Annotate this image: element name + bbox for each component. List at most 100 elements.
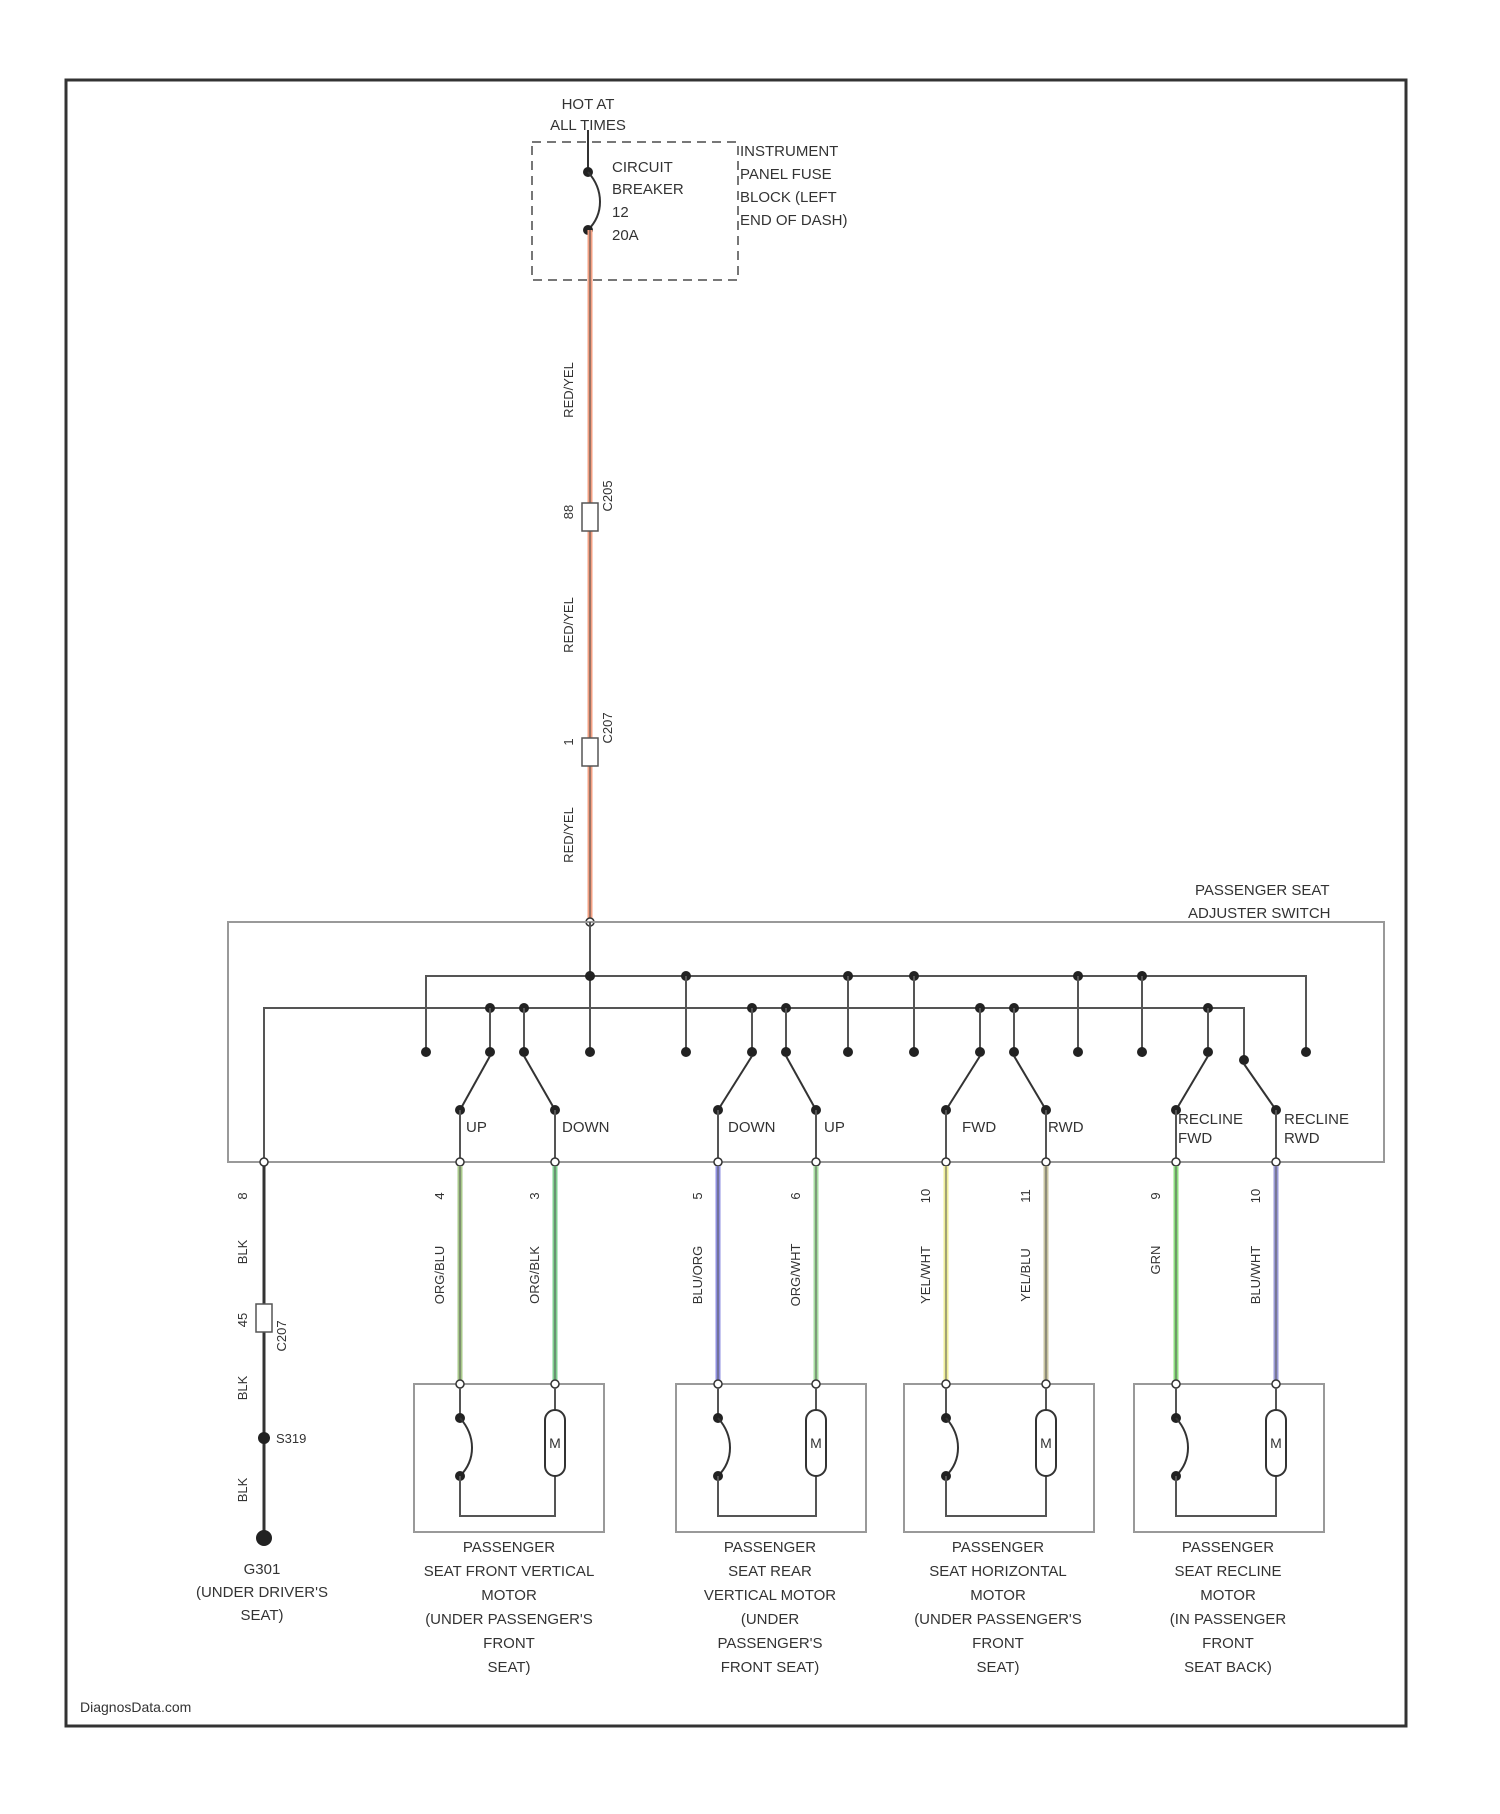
contact-label-recline-rwd-1: RECLINE	[1284, 1111, 1349, 1128]
watermark: DiagnosData.com	[80, 1699, 191, 1715]
contact-label-rwd: RWD	[1048, 1119, 1084, 1136]
fuse-block-label-2: PANEL FUSE	[740, 166, 832, 183]
wire-pin: 11	[1018, 1189, 1033, 1203]
connector-c205	[582, 503, 598, 531]
motor-label-2: SEAT RECLINE	[1175, 1563, 1282, 1580]
wire-label: ORG/WHT	[788, 1244, 803, 1307]
contact-label-down: DOWN	[562, 1119, 610, 1136]
motor-label-5: FRONT	[1202, 1635, 1254, 1652]
switch-group-recline: RECLINE FWD RECLINE RWD	[1171, 1003, 1349, 1162]
motor-front-vertical: M PASSENGER SEAT FRONT VERTICAL MOTOR (U…	[414, 1380, 604, 1676]
motor-pin	[551, 1380, 559, 1388]
contact-label-up: UP	[466, 1119, 487, 1136]
motor-label-6: FRONT SEAT)	[721, 1659, 820, 1676]
ground-contact	[519, 1047, 529, 1057]
wire-label: ORG/BLU	[432, 1246, 447, 1305]
motor-label-3: VERTICAL MOTOR	[704, 1587, 836, 1604]
motor-pin	[1042, 1380, 1050, 1388]
ground-icon	[256, 1530, 272, 1546]
motor-loop	[946, 1476, 1046, 1516]
wire-pin: 10	[1248, 1189, 1263, 1203]
power-contacts	[421, 1047, 1311, 1057]
breaker-label-4: 20A	[612, 227, 639, 244]
switch-blade-up	[460, 1056, 490, 1110]
motor-loop	[460, 1476, 555, 1516]
switch-blade-down	[718, 1056, 752, 1110]
motor-loop	[718, 1476, 816, 1516]
motor-label-6: SEAT)	[976, 1659, 1019, 1676]
contact-label-fwd: FWD	[962, 1119, 996, 1136]
switch-group-vertical-rear: DOWN UP	[713, 1003, 845, 1162]
wire-label: BLU/WHT	[1248, 1246, 1263, 1305]
ground-pin-mid: 45	[235, 1313, 250, 1327]
ground-id: G301	[244, 1561, 281, 1578]
motor-label-1: PASSENGER	[952, 1539, 1044, 1556]
ground-wire-label-bottom: BLK	[235, 1375, 250, 1400]
wire-label: BLU/ORG	[690, 1246, 705, 1305]
power-contact	[585, 1047, 595, 1057]
splice-node	[258, 1432, 270, 1444]
thermal-breaker-icon	[460, 1418, 472, 1476]
ground-contact	[1239, 1055, 1249, 1065]
feed-wire-label-2: RED/YEL	[561, 597, 576, 653]
motor-symbol: M	[810, 1435, 822, 1451]
ground-location-1: (UNDER DRIVER'S	[196, 1584, 328, 1601]
motor-recline: M PASSENGER SEAT RECLINE MOTOR (IN PASSE…	[1134, 1380, 1324, 1676]
fuse-block-label-1: INSTRUMENT	[740, 143, 838, 160]
power-contact	[1137, 1047, 1147, 1057]
feed-wire-label-1: RED/YEL	[561, 362, 576, 418]
fuse-block-label-3: BLOCK (LEFT	[740, 189, 837, 206]
wire-pin: 5	[690, 1192, 705, 1199]
output-pin	[942, 1158, 950, 1166]
feed-wire: RED/YEL 88 C205 RED/YEL 1 C207 RED/YEL	[561, 230, 615, 926]
breaker-label-1: CIRCUIT	[612, 159, 673, 176]
wire-label: GRN	[1148, 1246, 1163, 1275]
contact-label-recline-fwd-2: FWD	[1178, 1130, 1212, 1147]
c207-pin: 1	[561, 738, 576, 745]
output-pin	[551, 1158, 559, 1166]
ground-bus	[264, 1008, 1244, 1162]
ground-contact	[975, 1047, 985, 1057]
motor-label-2: SEAT REAR	[728, 1563, 812, 1580]
wire-pin: 4	[432, 1192, 447, 1199]
power-contact	[909, 1047, 919, 1057]
switch-name-1: PASSENGER SEAT	[1195, 882, 1329, 899]
output-pin	[812, 1158, 820, 1166]
ground-wire-label-gnd: BLK	[235, 1477, 250, 1502]
breaker-label-2: BREAKER	[612, 181, 684, 198]
ground-contact	[781, 1047, 791, 1057]
motor-label-4: (UNDER	[741, 1611, 799, 1628]
motor-label-4: (UNDER PASSENGER'S	[914, 1611, 1082, 1628]
ground-contact	[1009, 1047, 1019, 1057]
motor-housing	[1134, 1384, 1324, 1532]
ground-contact	[1203, 1047, 1213, 1057]
output-pin	[1172, 1158, 1180, 1166]
power-contact	[1301, 1047, 1311, 1057]
motor-label-5: PASSENGER'S	[717, 1635, 822, 1652]
breaker-label-3: 12	[612, 204, 629, 221]
output-pin	[714, 1158, 722, 1166]
motor-rear-vertical: M PASSENGER SEAT REAR VERTICAL MOTOR (UN…	[676, 1380, 866, 1676]
ground-wire-label-top: BLK	[235, 1239, 250, 1264]
switch-blade-recline-rwd	[1244, 1064, 1276, 1110]
power-contact	[421, 1047, 431, 1057]
motor-label-2: SEAT HORIZONTAL	[929, 1563, 1067, 1580]
motor-label-6: SEAT BACK)	[1184, 1659, 1272, 1676]
wire-pin: 10	[918, 1189, 933, 1203]
switch-blade-recline-fwd	[1176, 1056, 1208, 1110]
motor-horizontal: M PASSENGER SEAT HORIZONTAL MOTOR (UNDER…	[904, 1380, 1094, 1676]
switch-blade-rwd	[1014, 1056, 1046, 1110]
c205-pin: 88	[561, 505, 576, 519]
output-pin	[456, 1158, 464, 1166]
contact-label-recline-fwd-1: RECLINE	[1178, 1111, 1243, 1128]
motor-pin	[1172, 1380, 1180, 1388]
motor-housing	[414, 1384, 604, 1532]
motor-label-5: FRONT	[972, 1635, 1024, 1652]
power-bus	[426, 976, 1306, 1052]
motor-label-3: MOTOR	[1200, 1587, 1256, 1604]
c205-label: C205	[600, 480, 615, 511]
contact-label-down: DOWN	[728, 1119, 776, 1136]
switch-blade-up	[786, 1056, 816, 1110]
output-pin	[1272, 1158, 1280, 1166]
